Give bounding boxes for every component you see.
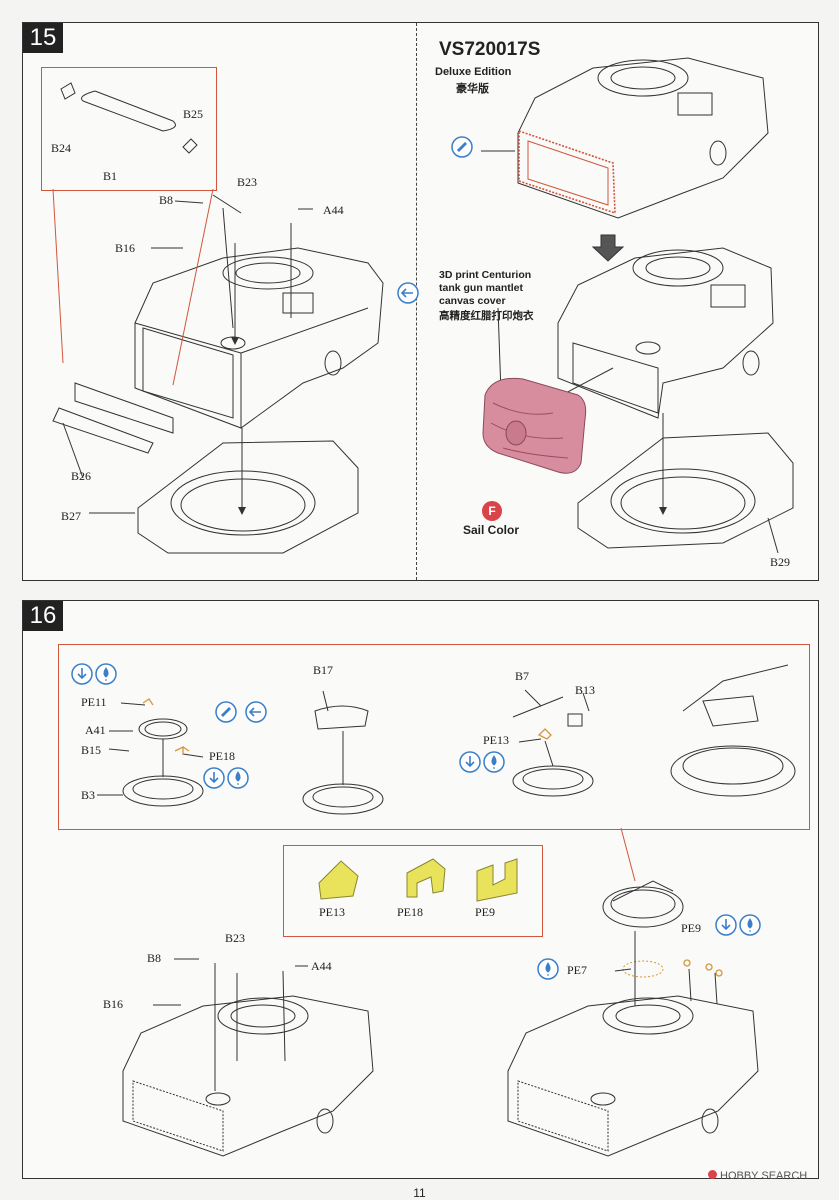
section-divider [416,23,417,580]
reverse-arrow-icon [397,282,419,304]
label-b8: B8 [159,193,174,207]
label-pe7: PE7 [567,963,588,977]
label-b26: B26 [71,469,92,483]
part-desc-line1: 3D print Centurion [439,269,532,281]
watermark-logo-icon [708,1170,717,1179]
label-a41: A41 [85,723,106,737]
label-pe9: PE9 [681,921,702,935]
color-name: Sail Color [463,523,520,537]
label-b17: B17 [313,663,334,677]
label-b25: B25 [183,107,204,121]
label-pe18: PE18 [209,749,236,763]
watermark-text: HOBBY SEARCH [720,1170,808,1182]
cement-drop-icon [739,914,761,936]
color-code-badge: F [482,501,502,521]
step-15-panel: 15 [22,22,819,581]
label-b23: B23 [237,175,258,189]
pe-part-pe9: PE9 [475,905,496,919]
turret-drawing-right [481,57,794,554]
cement-drop-icon [483,751,505,773]
label-b8: B8 [147,951,162,965]
cement-icon [451,136,473,158]
reverse-arrow-icon [245,701,267,723]
page-number: 11 [413,1186,426,1200]
deluxe-edition: Deluxe Edition [435,66,512,78]
deluxe-edition-cn: 豪华版 [456,83,489,95]
part-desc-line3: canvas cover [439,295,506,307]
turret-drawing-left [52,82,384,554]
b1-subassembly-box [41,67,217,191]
cupola-subassembly-box [58,644,810,830]
cement-icon [215,701,237,723]
cut-icon [715,914,737,936]
label-b15: B15 [81,743,102,757]
label-b27: B27 [61,509,82,523]
label-pe11: PE11 [81,695,107,709]
cement-drop-icon [537,958,559,980]
step16-drawing [97,664,796,1157]
label-pe13-cupola: PE13 [483,733,510,747]
label-b1: B1 [103,169,118,183]
step-16-panel: 16 [22,600,819,1179]
label-a44: A44 [323,203,344,217]
part-desc-cn: 高精度红腊打印炮衣 [439,310,534,322]
label-b16: B16 [115,241,136,255]
cut-icon [71,663,93,685]
part-desc-line2: tank gun mantlet [439,282,524,294]
label-b16: B16 [103,997,124,1011]
cut-icon [459,751,481,773]
step-number: 15 [23,23,63,53]
label-a44: A44 [311,959,332,973]
color-code-letter: F [488,504,496,518]
deluxe-code: VS720017S [439,39,541,60]
label-b23: B23 [225,931,246,945]
pe-part-pe18: PE18 [397,905,424,919]
label-b24: B24 [51,141,72,155]
watermark: HOBBY SEARCH [708,1170,807,1182]
cement-drop-icon [95,663,117,685]
cut-icon [203,767,225,789]
label-b13: B13 [575,683,596,697]
label-b3: B3 [81,788,96,802]
pe-part-pe13: PE13 [319,905,346,919]
step-number: 16 [23,601,63,631]
label-b29: B29 [770,555,791,569]
label-b7: B7 [515,669,530,683]
pe-parts-box [283,845,543,937]
cement-drop-icon [227,767,249,789]
